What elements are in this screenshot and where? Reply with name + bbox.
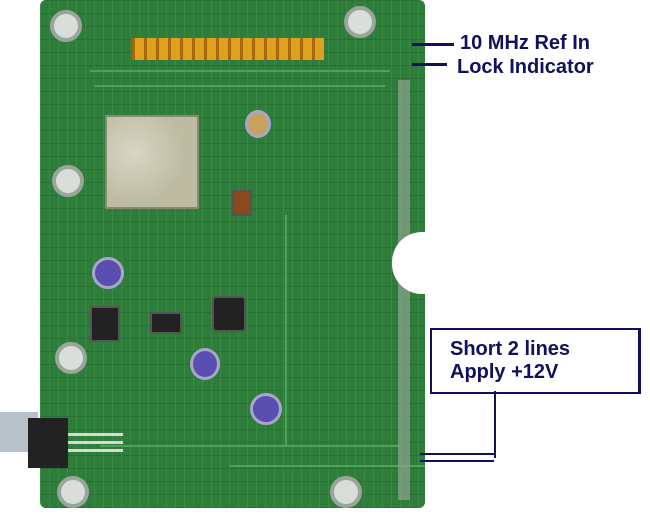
trace xyxy=(285,215,287,445)
capacitor xyxy=(92,257,124,289)
trace xyxy=(90,70,390,72)
edge-contacts xyxy=(398,80,410,500)
power-pointer-line xyxy=(420,453,496,455)
trace xyxy=(230,465,425,467)
trace xyxy=(100,445,400,447)
mounting-hole xyxy=(344,6,376,38)
ref-in-label: 10 MHz Ref In xyxy=(460,32,591,54)
inductor xyxy=(212,296,246,332)
mounting-hole xyxy=(55,342,87,374)
trace xyxy=(95,85,385,87)
mounting-hole xyxy=(57,476,89,508)
lock-indicator-label: Lock Indicator xyxy=(457,56,594,78)
rf-shield-chip xyxy=(105,115,199,209)
lock-pointer-line xyxy=(412,63,447,66)
mounting-hole xyxy=(50,10,82,42)
power-pointer-line xyxy=(420,460,494,462)
board-notch xyxy=(392,232,432,294)
capacitor xyxy=(250,393,282,425)
regulator-pins xyxy=(68,428,123,452)
power-pointer-line xyxy=(494,391,496,458)
mounting-hole xyxy=(52,165,84,197)
voltage-regulator xyxy=(28,418,68,468)
pin-header xyxy=(132,38,324,60)
power-instruction-box: Short 2 lines Apply +12V xyxy=(430,328,641,394)
mounting-hole xyxy=(330,476,362,508)
ic-chip xyxy=(150,312,182,334)
capacitor xyxy=(245,110,271,138)
power-instruction-line2: Apply +12V xyxy=(450,361,559,383)
inductor xyxy=(90,306,120,342)
circuit-board xyxy=(40,0,425,508)
capacitor xyxy=(190,348,220,380)
power-instruction-line1: Short 2 lines xyxy=(450,338,571,360)
ref-in-pointer-line xyxy=(412,43,454,46)
component xyxy=(232,190,252,216)
